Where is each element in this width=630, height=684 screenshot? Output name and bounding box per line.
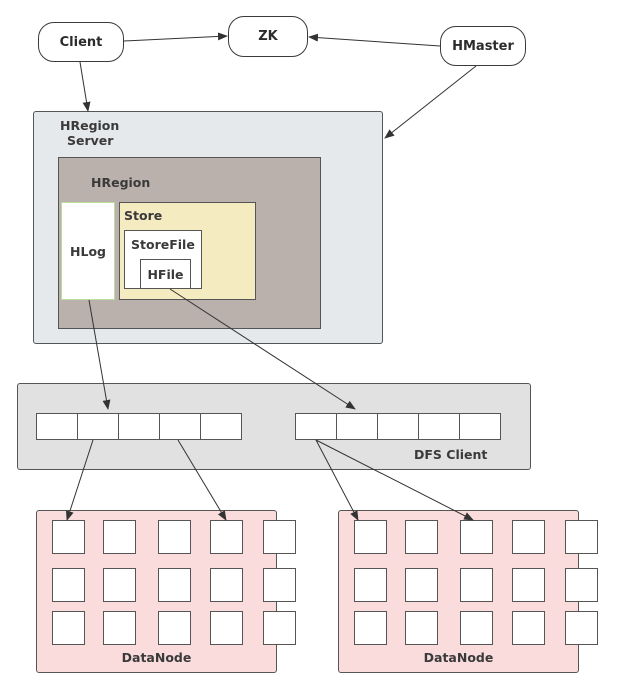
data-block bbox=[354, 568, 387, 602]
store-label: Store bbox=[124, 208, 163, 223]
hlog-box: HLog bbox=[61, 202, 115, 300]
data-block bbox=[52, 568, 85, 602]
data-block bbox=[103, 568, 136, 602]
buffer-cell bbox=[377, 413, 419, 440]
data-block bbox=[354, 611, 387, 645]
arrow-hmaster-to-zk bbox=[308, 33, 441, 47]
hmaster-node: HMaster bbox=[440, 26, 526, 66]
buffer-cell bbox=[200, 413, 242, 440]
hlog-label: HLog bbox=[70, 243, 106, 259]
data-block bbox=[565, 611, 598, 645]
region-server-label-line1: HRegion bbox=[60, 118, 120, 133]
buffer-cell bbox=[336, 413, 378, 440]
hmaster-label: HMaster bbox=[452, 38, 514, 54]
data-block bbox=[405, 520, 438, 554]
data-block bbox=[158, 611, 191, 645]
zk-node: ZK bbox=[228, 16, 308, 57]
hfile-label: HFile bbox=[147, 266, 184, 282]
buffer-cell bbox=[459, 413, 501, 440]
client-node: Client bbox=[38, 22, 124, 62]
datanode-label-2: DataNode bbox=[423, 650, 494, 665]
data-block bbox=[565, 568, 598, 602]
data-block bbox=[512, 611, 545, 645]
buffer-cell bbox=[36, 413, 78, 440]
data-block bbox=[103, 520, 136, 554]
data-block bbox=[158, 568, 191, 602]
hregion-label: HRegion bbox=[91, 175, 151, 190]
arrow-client-to-zk bbox=[123, 32, 228, 42]
data-block bbox=[263, 611, 296, 645]
data-block bbox=[354, 520, 387, 554]
data-block bbox=[210, 520, 243, 554]
zk-label: ZK bbox=[258, 29, 278, 44]
data-block bbox=[103, 611, 136, 645]
client-label: Client bbox=[59, 34, 103, 50]
datanode-label-1: DataNode bbox=[121, 650, 192, 665]
data-block bbox=[210, 568, 243, 602]
buffer-cell bbox=[159, 413, 201, 440]
dfs-client-label: DFS Client bbox=[414, 447, 488, 462]
data-block bbox=[263, 568, 296, 602]
arrow-hmaster-to-regionserver bbox=[384, 65, 477, 139]
hfile-box: HFile bbox=[140, 259, 191, 289]
arrow-client-to-regionserver bbox=[79, 61, 91, 112]
data-block bbox=[460, 611, 493, 645]
data-block bbox=[405, 568, 438, 602]
buffer-cell bbox=[118, 413, 160, 440]
data-block bbox=[210, 611, 243, 645]
region-server-label-line2: Server bbox=[67, 133, 114, 148]
data-block bbox=[405, 611, 438, 645]
data-block bbox=[52, 611, 85, 645]
data-block bbox=[460, 520, 493, 554]
data-block bbox=[263, 520, 296, 554]
buffer-cell bbox=[418, 413, 460, 440]
data-block bbox=[52, 520, 85, 554]
data-block bbox=[512, 568, 545, 602]
data-block bbox=[565, 520, 598, 554]
data-block bbox=[460, 568, 493, 602]
buffer-cell bbox=[295, 413, 337, 440]
buffer-cell bbox=[77, 413, 119, 440]
data-block bbox=[512, 520, 545, 554]
storefile-label: StoreFile bbox=[131, 237, 195, 252]
data-block bbox=[158, 520, 191, 554]
